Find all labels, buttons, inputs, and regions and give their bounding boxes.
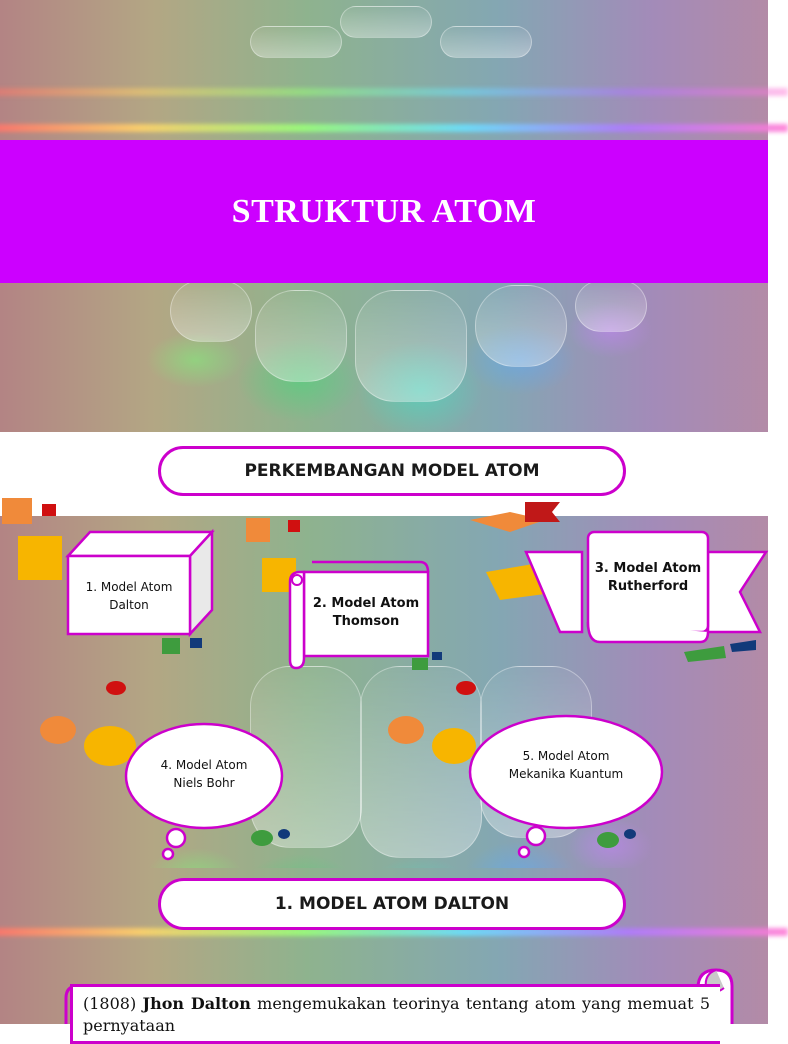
paragraph-text: mengemukakan teorinya tentang atom yang [257,994,622,1013]
tube [170,280,252,342]
decor-square [432,652,442,660]
decor-bubble [388,716,424,744]
decor-square [42,504,56,516]
decor-bubble [278,829,290,839]
title-band: STRUKTUR ATOM [0,140,768,283]
slide-title-text: STRUKTUR ATOM [231,192,537,230]
slide-model-development: PERKEMBANGAN MODEL ATOM [0,432,769,868]
node-label-dalton: 1. Model Atom Dalton [85,580,173,612]
section-heading: 1. MODEL ATOM DALTON [158,878,626,930]
decor-square [2,498,32,524]
tube-top [440,26,532,58]
dalton-paragraph: (1808) Jhon Dalton mengemukakan teorinya… [70,984,720,1044]
decor-square [190,638,202,648]
section-heading: PERKEMBANGAN MODEL ATOM [158,446,626,496]
paragraph-text-line2: memuat 5 pernyataan [83,994,710,1035]
glow-rim-top [0,124,788,132]
decor-square [412,658,428,670]
decor-bubble [624,829,636,839]
decor-bubble [106,681,126,695]
node-rutherford-ribbon [524,530,769,644]
decor-ribbon [684,646,726,662]
node-label-thomson: 2. Model Atom Thomson [312,596,420,629]
decor-bubble [84,726,136,766]
decor-square [18,536,62,580]
decor-bubble [251,830,273,846]
decor-ribbon [525,502,560,522]
decor-bubble [597,832,619,848]
glow-rim-upper [0,88,788,96]
decor-ribbon [730,640,756,652]
tube-top [340,6,432,38]
paragraph-year: (1808) [83,994,137,1013]
slide-dalton: 1. MODEL ATOM DALTON (1808) Jhon Dalton … [0,868,788,1044]
node-label-rutherford: 3. Model Atom Rutherford [594,561,702,594]
tube [475,285,567,367]
slide-title: STRUKTUR ATOM [0,0,788,432]
node-dalton-box [65,528,215,638]
decor-square [246,518,270,542]
tube-top [250,26,342,58]
decor-square [288,520,300,532]
decor-bubble [456,681,476,695]
node-label-quantum: 5. Model Atom Mekanika Kuantum [508,749,624,781]
tube [255,290,347,382]
decor-square [162,638,180,654]
diagram-shapes [2,498,769,861]
paragraph-name: Jhon Dalton [142,994,251,1013]
node-thomson-scroll [288,560,430,670]
node-label-bohr: 4. Model Atom Niels Bohr [160,758,248,790]
tube [355,290,467,402]
decor-bubble [432,728,476,764]
glow-rim [0,928,788,936]
tube [575,280,647,332]
node-bohr-cloud [124,722,284,861]
node-quantum-cloud [468,714,664,859]
decor-bubble [40,716,76,744]
